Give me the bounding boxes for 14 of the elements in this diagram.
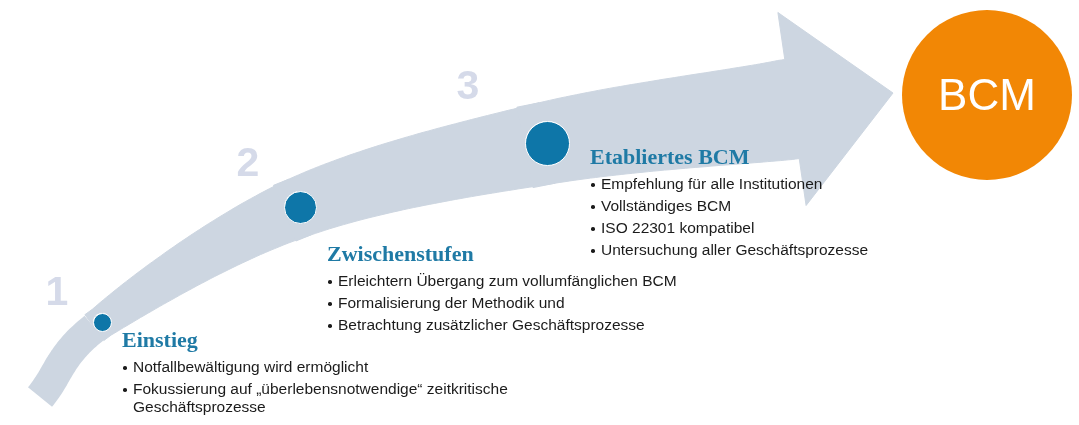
goal-circle: BCM [902, 10, 1072, 180]
bullet-item: ISO 22301 kompatibel [590, 219, 755, 237]
bullet-item: Formalisierung der Methodik und [327, 294, 565, 312]
stage-heading: Einstieg [122, 328, 198, 352]
stage-heading: Etabliertes BCM [590, 145, 750, 169]
arrow-segment [516, 12, 894, 206]
stage-heading: Zwischenstufen [327, 242, 474, 266]
bullet-item: Erleichtern Übergang zum vollumfänglichen BCM [327, 272, 677, 290]
bullet-item: Vollständiges BCM [590, 197, 732, 215]
bullet-item: Empfehlung für alle Institutionen [590, 175, 823, 193]
bullet-item: Betrachtung zusätzlicher Geschäftsprozesse [327, 316, 645, 334]
bullet-item: Notfallbewältigung wird ermöglicht [122, 358, 369, 376]
bullet-item: Untersuchung aller Geschäftsprozesse [590, 241, 869, 259]
bullet-item: Fokussierung auf „überlebensnotwendige“ zeitkritische Geschäftsprozesse [122, 380, 564, 416]
